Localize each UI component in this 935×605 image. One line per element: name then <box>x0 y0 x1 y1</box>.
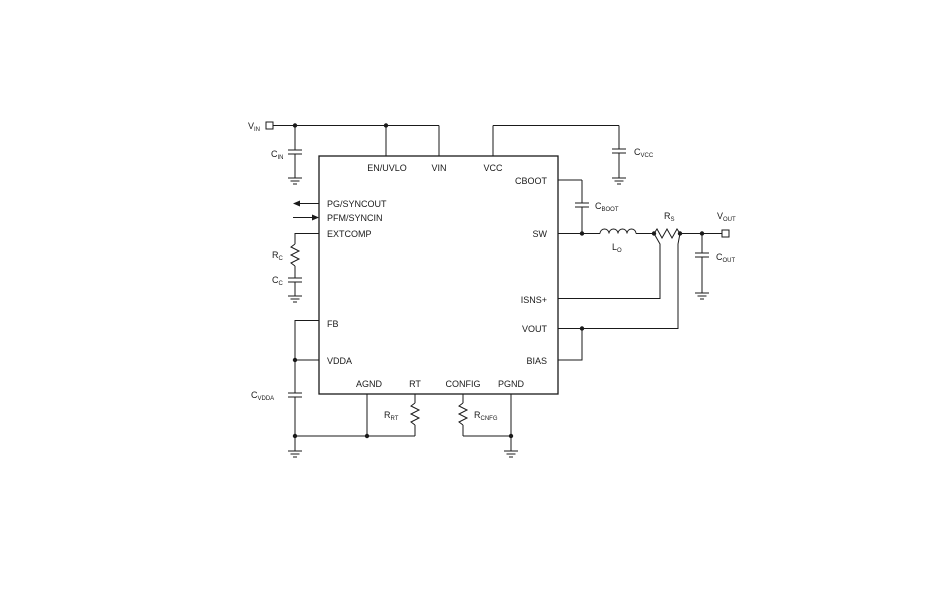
rcnfg-resistor <box>457 402 469 426</box>
pin-rt: RT <box>409 379 421 389</box>
rrt-resistor <box>409 402 421 426</box>
label-rs: RS <box>664 211 675 223</box>
pin-vcc: VCC <box>483 163 503 173</box>
pin-pfm-syncin: PFM/SYNCIN <box>327 213 383 223</box>
pin-config: CONFIG <box>446 379 481 389</box>
label-vout: VOUT <box>717 211 736 223</box>
junction-dot <box>383 123 389 128</box>
pin-isns-plus: ISNS+ <box>521 295 547 305</box>
ground-symbol <box>288 177 302 185</box>
pin-cboot: CBOOT <box>515 176 548 186</box>
label-cout: COUT <box>716 252 736 264</box>
rc-resistor <box>289 243 301 267</box>
vin-terminal <box>265 121 274 130</box>
ic-body <box>318 155 559 395</box>
pin-sw: SW <box>533 229 548 239</box>
ground-symbol <box>288 295 302 303</box>
label-cc: CC <box>272 275 284 287</box>
pin-vout: VOUT <box>522 324 548 334</box>
label-cboot: CBOOT <box>595 201 619 213</box>
ground-symbol <box>695 292 709 300</box>
extcomp-network <box>288 233 319 303</box>
pin-pgnd: PGND <box>498 379 525 389</box>
vcc-network <box>492 125 626 185</box>
vin-network <box>265 121 440 185</box>
fb-vdda-network <box>288 320 319 458</box>
junction-dot <box>579 231 585 236</box>
ground-symbol <box>504 450 518 458</box>
label-cin: CIN <box>271 149 284 161</box>
pin-vin: VIN <box>431 163 446 173</box>
label-vin: VIN <box>248 121 260 133</box>
pin-fb: FB <box>327 319 339 329</box>
ground-symbol <box>288 450 302 458</box>
agnd-rt-network <box>295 394 421 439</box>
label-rrt: RRT <box>384 410 399 422</box>
pin-en-uvlo: EN/UVLO <box>367 163 407 173</box>
label-lo: LO <box>612 242 622 254</box>
arrow-left-icon <box>293 200 300 207</box>
ground-symbol <box>612 177 626 185</box>
sync-arrows <box>293 200 319 221</box>
lo-inductor <box>599 228 637 234</box>
config-pgnd-network <box>457 394 518 458</box>
label-cvcc: CVCC <box>634 147 654 159</box>
rs-resistor <box>653 227 681 240</box>
pin-bias: BIAS <box>526 356 547 366</box>
arrow-right-icon <box>312 214 319 221</box>
junction-dot <box>364 433 370 439</box>
label-rcnfg: RCNFG <box>474 410 498 422</box>
junction-dot <box>508 433 514 439</box>
pin-vdda: VDDA <box>327 356 352 366</box>
label-cvdda: CVDDA <box>251 390 274 402</box>
pin-agnd: AGND <box>356 379 383 389</box>
power-stage <box>558 179 730 361</box>
pin-extcomp: EXTCOMP <box>327 229 372 239</box>
pin-pg-syncout: PG/SYNCOUT <box>327 199 387 209</box>
label-rc: RC <box>272 250 284 262</box>
vout-terminal <box>721 229 730 238</box>
